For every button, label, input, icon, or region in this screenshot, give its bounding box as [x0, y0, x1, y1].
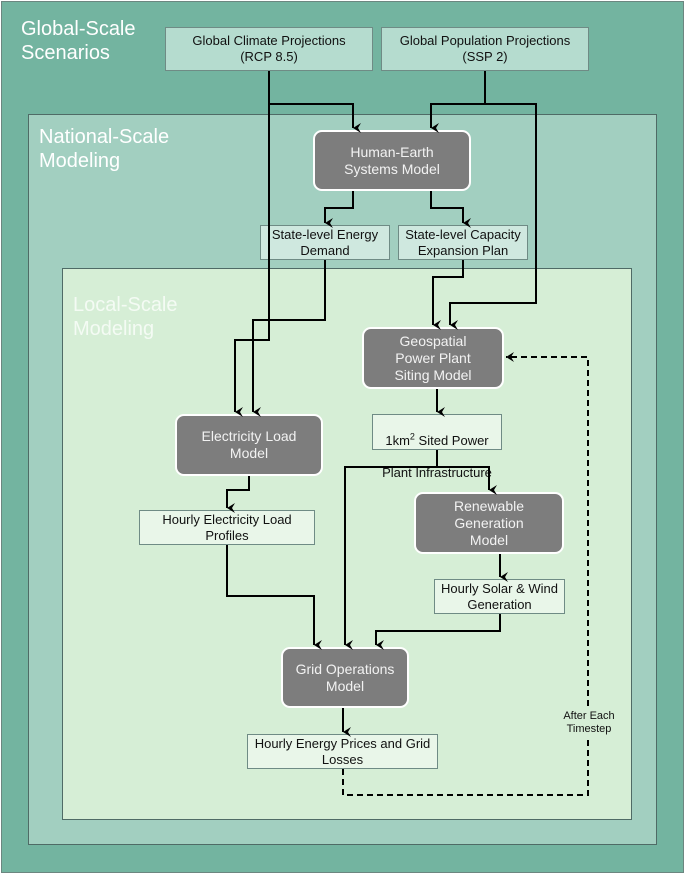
- hourly-load-profiles-box: Hourly Electricity Load Profiles: [139, 510, 315, 545]
- sited-prefix: 1km: [385, 433, 410, 448]
- national-scale-title: National-Scale Modeling: [39, 126, 170, 172]
- electricity-load-model: Electricity Load Model: [175, 414, 323, 476]
- geospatial-siting-model: Geospatial Power Plant Siting Model: [362, 327, 504, 389]
- local-scale-title: Local-Scale Modeling: [73, 294, 178, 340]
- global-climate-projections-box: Global Climate Projections (RCP 8.5): [165, 27, 373, 71]
- hourly-solar-wind-box: Hourly Solar & Wind Generation: [434, 579, 565, 614]
- sited-power-plant-box: 1km2 Sited Power Plant Infrastructure: [372, 414, 502, 480]
- hourly-prices-losses-box: Hourly Energy Prices and Grid Losses: [247, 734, 438, 769]
- human-earth-systems-model: Human-Earth Systems Model: [313, 130, 471, 191]
- grid-operations-model: Grid Operations Model: [281, 647, 409, 708]
- state-energy-demand-box: State-level Energy Demand: [260, 225, 390, 260]
- sited-line2: Plant Infrastructure: [382, 465, 492, 480]
- state-capacity-expansion-box: State-level Capacity Expansion Plan: [398, 225, 528, 260]
- global-population-projections-box: Global Population Projections (SSP 2): [381, 27, 589, 71]
- renewable-generation-model: Renewable Generation Model: [414, 492, 564, 554]
- global-scale-title: Global-Scale Scenarios: [21, 18, 136, 64]
- sited-suffix: Sited Power: [414, 433, 489, 448]
- feedback-label: After Each Timestep: [560, 710, 618, 736]
